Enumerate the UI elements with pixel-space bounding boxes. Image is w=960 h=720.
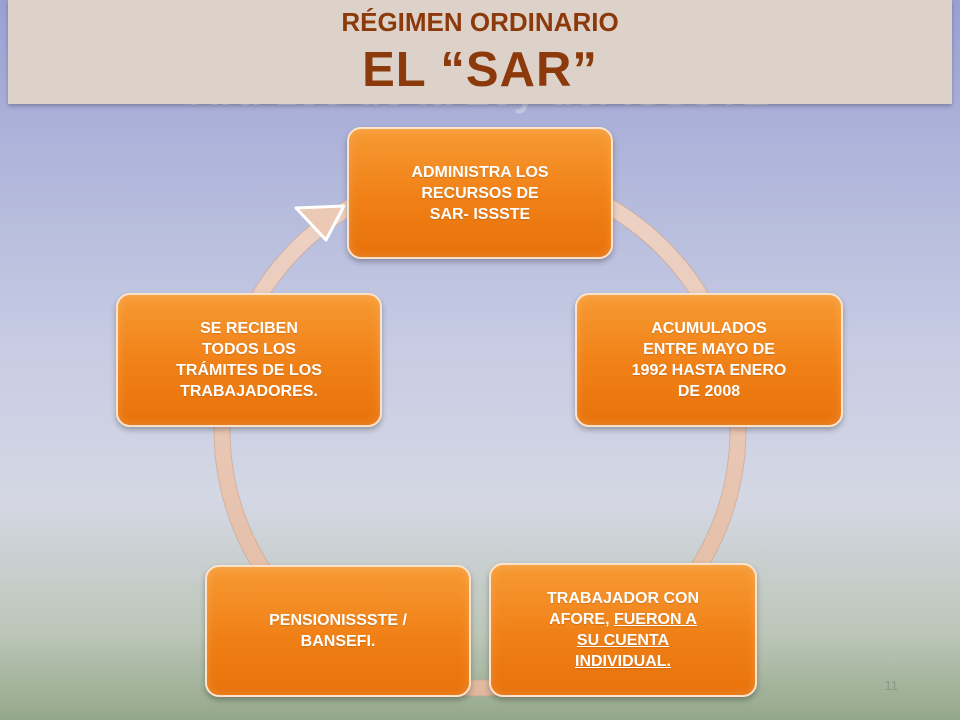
- subtitle: RÉGIMEN ORDINARIO: [341, 7, 619, 37]
- node-line: TODOS LOS: [202, 341, 296, 358]
- node-line: SAR- ISSSTE: [429, 205, 531, 223]
- node-line: TRABAJADORES.: [180, 383, 318, 400]
- node-text-underlined: FUERON A: [613, 611, 697, 628]
- node-line-underlined: INDIVIDUAL.: [575, 653, 671, 670]
- title-banner: RÉGIMEN ORDINARIO EL “SAR”: [8, 0, 952, 104]
- cycle-arrowhead: [294, 204, 346, 242]
- node-line: TRÁMITES DE LOS: [176, 362, 322, 379]
- node-line: ENTRE MAYO DE: [643, 341, 775, 358]
- cycle-node-acumulados: ACUMULADOS ENTRE MAYO DE 1992 HASTA ENER…: [575, 293, 843, 427]
- node-line: PENSIONISSSTE /: [269, 612, 407, 629]
- node-line: SE RECIBEN: [200, 320, 298, 337]
- node-line: ACUMULADOS: [651, 320, 767, 337]
- cycle-node-administra: ADMINISTRA LOS RECURSOS DE SAR- ISSSTE: [347, 127, 613, 259]
- node-line: BANSEFI.: [300, 633, 376, 650]
- node-line: TRABAJADOR CON: [547, 590, 699, 607]
- cycle-node-pensionissste: PENSIONISSSTE / BANSEFI.: [205, 565, 471, 697]
- cycle-node-se-reciben: SE RECIBEN TODOS LOS TRÁMITES DE LOS TRA…: [116, 293, 382, 427]
- node-line: RECURSOS DE: [421, 184, 539, 202]
- page-number: 11: [884, 678, 899, 693]
- node-line: DE 2008: [677, 383, 741, 400]
- node-line-underlined: SU CUENTA: [576, 632, 670, 649]
- cycle-node-trabajador: TRABAJADOR CON AFORE, FUERON A SU CUENTA…: [489, 563, 757, 697]
- node-text: AFORE,: [549, 611, 614, 628]
- node-line: ADMINISTRA LOS: [411, 163, 549, 181]
- page-title: EL “SAR”: [362, 43, 598, 97]
- node-line-mixed: AFORE, FUERON A: [547, 609, 699, 630]
- node-line: 1992 HASTA ENERO: [631, 362, 787, 379]
